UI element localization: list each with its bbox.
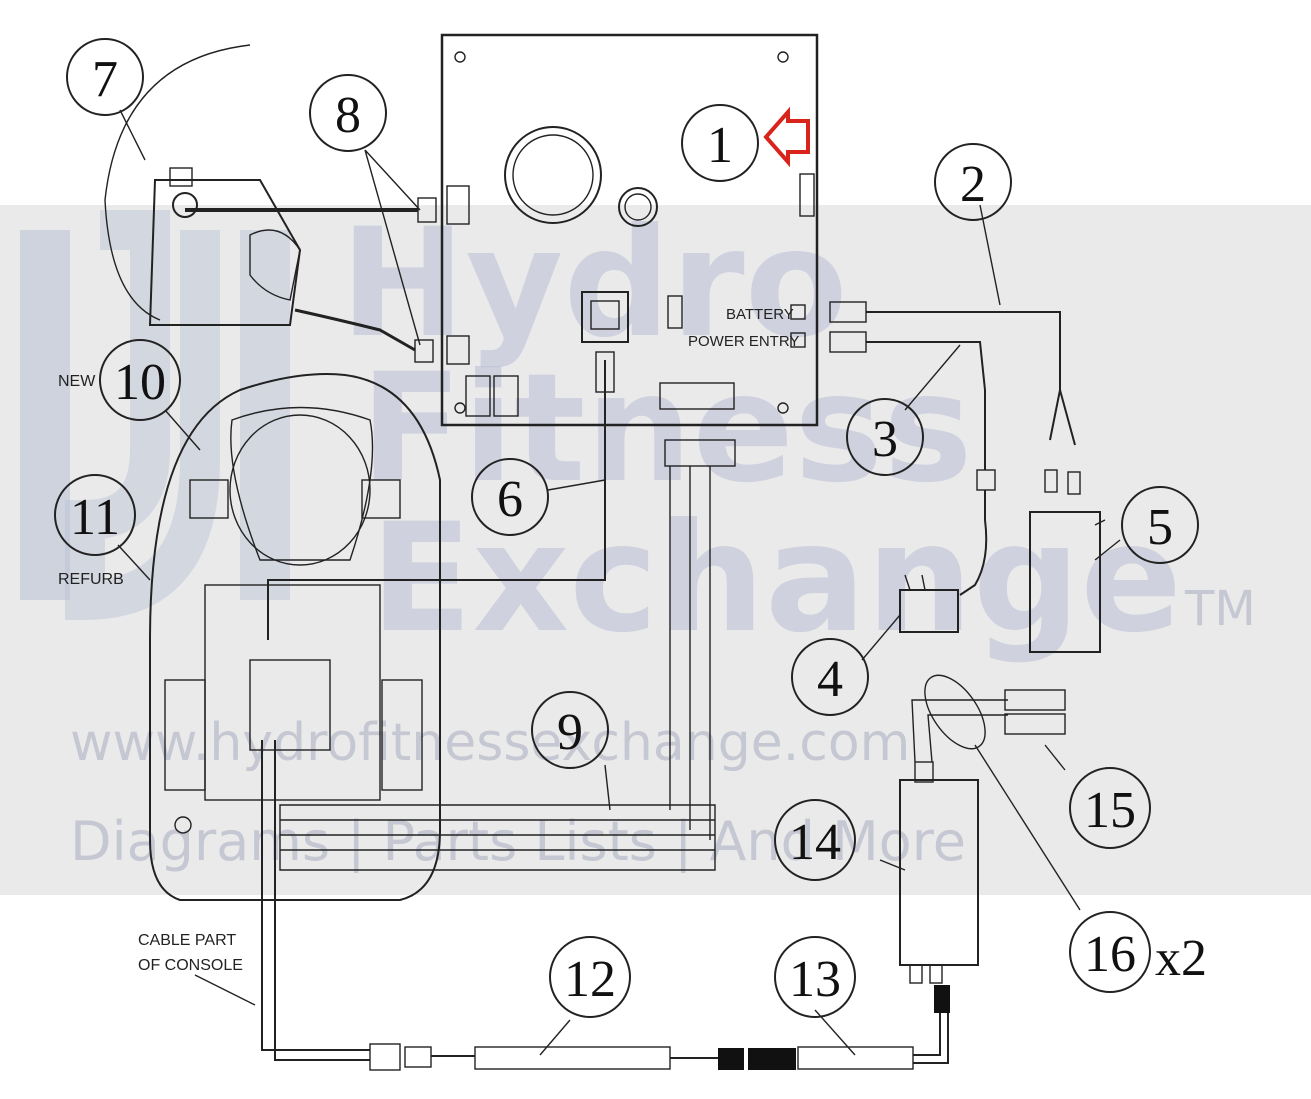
motor-wire-lower — [294, 308, 416, 352]
phone-cable — [267, 360, 606, 640]
svg-text:8: 8 — [335, 87, 361, 144]
refurb-label: REFURB — [58, 571, 124, 588]
svg-text:14: 14 — [789, 814, 841, 871]
svg-text:4: 4 — [817, 651, 843, 708]
callout-10: 10 — [99, 339, 181, 421]
watermark-logo-icon — [20, 210, 290, 621]
svg-text:15: 15 — [1084, 782, 1136, 839]
callout-5: 5 — [1121, 486, 1199, 564]
callout-3: 3 — [846, 398, 924, 476]
svg-text:3: 3 — [872, 411, 898, 468]
watermark-word-fitness: Fitness — [360, 342, 973, 516]
callout-7: 7 — [66, 38, 144, 116]
cable-part-label-line2: OF CONSOLE — [138, 957, 243, 974]
control-board — [440, 33, 819, 427]
motor — [104, 44, 302, 326]
callout-9: 9 — [531, 691, 609, 769]
svg-text:12: 12 — [564, 951, 616, 1008]
svg-text:5: 5 — [1147, 499, 1173, 556]
svg-text:16: 16 — [1084, 926, 1136, 983]
battery — [1029, 511, 1106, 653]
callout-16-quantity: x2 — [1155, 930, 1207, 987]
battery-cable — [829, 301, 1081, 495]
callout-13: 13 — [774, 936, 856, 1018]
leader-lines — [117, 109, 1121, 1056]
ribbon-cable — [279, 439, 736, 871]
power-adapter — [899, 519, 988, 633]
watermark-tm: TM — [1184, 581, 1256, 637]
callout-1: 1 — [681, 104, 759, 182]
watermark-url: www.hydrofitnessexchange.com — [70, 713, 910, 773]
power-entry-cable — [829, 331, 996, 520]
callout-8-leaders — [364, 149, 421, 346]
motor-plug-upper — [417, 197, 437, 223]
power-entry-label: POWER ENTRY — [688, 333, 799, 350]
svg-text:10: 10 — [114, 354, 166, 411]
fuses — [924, 674, 1066, 750]
callout-14: 14 — [774, 799, 856, 881]
callout-15: 15 — [1069, 767, 1151, 849]
motor-plug-lower — [414, 339, 434, 363]
battery-label: BATTERY — [726, 306, 794, 323]
console-cable — [261, 740, 950, 1071]
callout-4: 4 — [791, 638, 869, 716]
callout-6: 6 — [471, 458, 549, 536]
callout-16: 16 — [1069, 911, 1151, 993]
svg-text:2: 2 — [960, 156, 986, 213]
svg-text:9: 9 — [557, 704, 583, 761]
phone-plug — [595, 351, 615, 393]
callout-12: 12 — [549, 936, 631, 1018]
callout-2: 2 — [934, 143, 1012, 221]
svg-text:11: 11 — [70, 489, 120, 546]
new-label: NEW — [58, 373, 96, 390]
svg-text:1: 1 — [707, 117, 733, 174]
pointer-arrow-icon — [763, 106, 810, 168]
callout-8: 8 — [309, 74, 387, 152]
cable-part-label-line1: CABLE PART — [138, 932, 236, 949]
console — [149, 373, 441, 901]
svg-text:7: 7 — [92, 51, 118, 108]
svg-text:6: 6 — [497, 471, 523, 528]
callout-11: 11 — [54, 474, 136, 556]
svg-text:13: 13 — [789, 951, 841, 1008]
